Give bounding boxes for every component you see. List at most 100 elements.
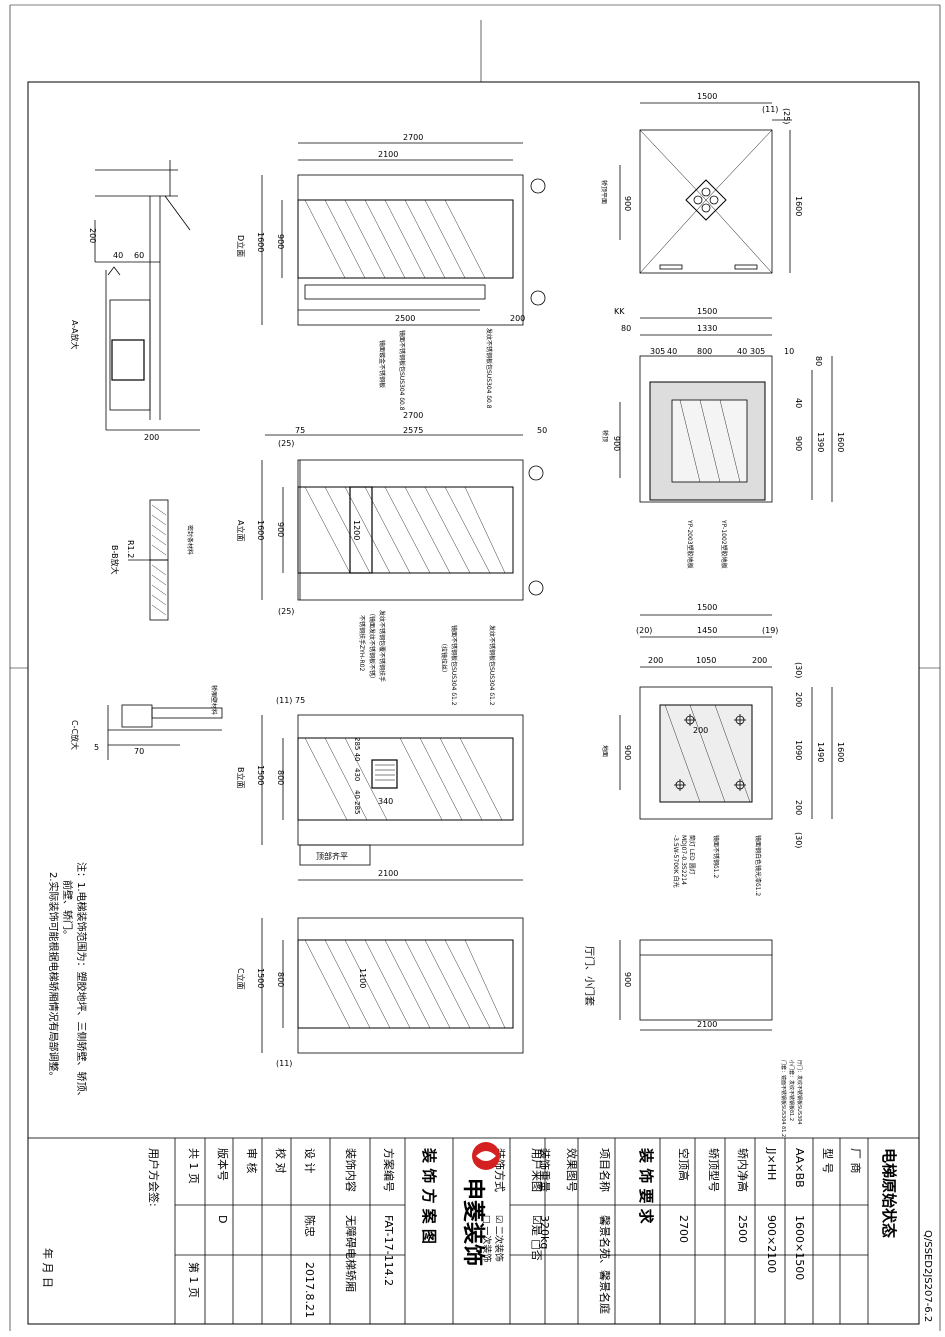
d-callout-2: 镜面镀金不锈钢板 bbox=[378, 340, 386, 388]
method-value-2: □ 一次装饰 bbox=[481, 1215, 493, 1262]
d-dim-2500: 2500 bbox=[395, 314, 415, 323]
b-dim-40-285: 40 285 bbox=[353, 790, 361, 815]
a-dim-75: 75 bbox=[295, 426, 305, 435]
b-callout-0: 顶部齐平 bbox=[316, 851, 348, 861]
aa-dim-3: 200 bbox=[144, 433, 159, 442]
a-dim-1200: 1200 bbox=[352, 520, 361, 540]
fp-20: (20) bbox=[636, 626, 652, 635]
cd-callout-0: YP-1002塑胶地板 bbox=[720, 519, 728, 569]
fp-1490: 1490 bbox=[816, 742, 825, 762]
d-dim-200: 200 bbox=[510, 314, 525, 323]
note-line-2: 前壁、轿门。 bbox=[61, 880, 74, 940]
sheet-title: 电梯原始状态 bbox=[880, 1148, 898, 1238]
d-wall-label: D立面 bbox=[236, 235, 246, 257]
cd-40b: 40 bbox=[737, 347, 747, 356]
door-dim-2100: 2100 bbox=[697, 1020, 717, 1029]
fp-200e: 200 bbox=[693, 726, 708, 735]
b-dim-430: 430 bbox=[353, 768, 361, 781]
sign-date: 年 月 日 bbox=[41, 1248, 55, 1288]
d-wall-elevation bbox=[261, 142, 546, 326]
car-height-label: 轿内净高 bbox=[736, 1148, 750, 1192]
content-value: 无障碍电梯轿厢 bbox=[344, 1215, 358, 1292]
ceiling-dim-11: (11) bbox=[762, 105, 778, 114]
fp-1600: 1600 bbox=[836, 742, 845, 762]
aa-dim-1: 40 bbox=[113, 251, 123, 260]
fp-callout-1: 镜面钢白色镜光漆δ1.2 bbox=[754, 835, 762, 896]
plan-title: 装 饰 方 案 图 bbox=[420, 1147, 438, 1244]
aa-label: A-A放大 bbox=[70, 320, 80, 349]
version-label: 版本号 bbox=[216, 1148, 230, 1181]
bb-label: B-B放大 bbox=[110, 545, 120, 575]
ceiling-plan bbox=[619, 102, 792, 274]
door-dim-900: 900 bbox=[623, 972, 632, 987]
d-dim-2100: 2100 bbox=[378, 150, 398, 159]
door-view-label: 厅门、小门套 bbox=[583, 946, 596, 1006]
svg-text:申菱装饰: 申菱装饰 bbox=[460, 1178, 486, 1266]
design-date: 2017.8.21 bbox=[303, 1262, 316, 1318]
plan-no-value: FAT-17-114.2 bbox=[382, 1215, 395, 1286]
aabb-label: AA×BB bbox=[793, 1148, 806, 1188]
note-line-3: 2.实际装饰可能根据电梯轿厢情况有局部调整。 bbox=[47, 872, 60, 1082]
cd-1330: 1330 bbox=[697, 324, 717, 333]
aa-section bbox=[94, 160, 200, 431]
cc-label: C-C放大 bbox=[70, 720, 80, 750]
a-callout-5: 不锈钢扶手ZYH-R02 bbox=[358, 615, 366, 671]
ceiling-model-label: 轿顶型号 bbox=[707, 1148, 721, 1192]
a-dim-25-bottom: (25) bbox=[278, 607, 294, 616]
d-dim-2700: 2700 bbox=[403, 133, 423, 142]
door-callout-0: 厅门：发纹不锈钢板SUS304 bbox=[796, 1060, 803, 1125]
fp-callout-2: 筒灯 LED 圆灯 bbox=[688, 835, 696, 875]
title-block bbox=[27, 1137, 920, 1325]
c-dim-11: (11) bbox=[276, 1059, 292, 1068]
requirements-heading: 装 饰 要 求 bbox=[637, 1147, 655, 1225]
bb-callout: 密封条材料 bbox=[186, 525, 194, 555]
cd-1500: 1500 bbox=[697, 307, 717, 316]
project-value: 馨景名苑、馨景名庭 bbox=[598, 1215, 612, 1314]
fp-200a: 200 bbox=[648, 656, 663, 665]
b-wall-elevation bbox=[261, 714, 524, 881]
cd-10: 10 bbox=[784, 347, 794, 356]
a-dim-50: 50 bbox=[537, 426, 547, 435]
model-label: 型 号 bbox=[821, 1148, 835, 1174]
b-dim-285-40: 285 40 bbox=[353, 737, 361, 762]
ceiling-height-label: 空顶高 bbox=[677, 1148, 691, 1181]
b-dim-75: 75 bbox=[295, 696, 305, 705]
d-dim-1600: 1600 bbox=[256, 232, 265, 252]
fp-30b: (30) bbox=[794, 832, 803, 848]
fp-19: (19) bbox=[762, 626, 778, 635]
cc-dim-0: 5 bbox=[94, 743, 99, 752]
fp-callout-0: 镜面不锈钢δ1.2 bbox=[712, 835, 720, 878]
d-callout-1: 镜面不锈钢板包SUS304 δ0.8 bbox=[398, 330, 406, 411]
b-dim-1500: 1500 bbox=[256, 765, 265, 785]
fp-1090: 1090 bbox=[794, 740, 803, 760]
car-height-value: 2500 bbox=[736, 1215, 749, 1243]
ceiling-dim-1600: 1600 bbox=[794, 196, 803, 216]
factory-label: 厂 商 bbox=[849, 1148, 863, 1174]
user-drawing-label: 用户来图 bbox=[530, 1148, 544, 1192]
a-callout-4: （镜面发纹不锈钢板不锈） bbox=[368, 610, 376, 682]
user-drawing-value: ☑是 □否 bbox=[530, 1215, 543, 1261]
a-callout-3: 发纹不锈钢包覆不锈钢扶手 bbox=[378, 610, 386, 682]
ceiling-detail bbox=[619, 317, 833, 503]
project-label: 项目名称 bbox=[598, 1148, 612, 1192]
content-label: 装饰内容 bbox=[344, 1148, 358, 1192]
note-line-1: 注：1.电梯装饰范围为：塑胶地坪、三侧轿壁、轿顶、 bbox=[75, 862, 88, 1102]
aa-dim-2: 60 bbox=[134, 251, 144, 260]
cd-40a: 40 bbox=[667, 347, 677, 356]
weight-value: 320kg bbox=[538, 1215, 551, 1249]
company-logo: 申菱装饰 bbox=[460, 1142, 500, 1266]
total-pages: 共 1 页 bbox=[187, 1148, 200, 1184]
method-value-1: ☑ 二次装饰 bbox=[493, 1215, 505, 1262]
jjhh-label: JJ×HH bbox=[765, 1147, 778, 1180]
cd-40-right: 40 bbox=[794, 398, 803, 408]
plan-no-label: 方案编号 bbox=[382, 1148, 396, 1192]
cc-callout: 轿厢壁材料 bbox=[210, 685, 218, 715]
fp-1050: 1050 bbox=[696, 656, 716, 665]
door-callout-1: 小门套：发纹不锈钢板δ1.2 bbox=[788, 1060, 795, 1121]
b-dim-340: 340 bbox=[378, 797, 393, 806]
a-wall-elevation bbox=[261, 434, 544, 601]
door-view bbox=[619, 939, 773, 1031]
fp-200d: 200 bbox=[794, 800, 803, 815]
c-wall-label: C立面 bbox=[236, 968, 246, 990]
